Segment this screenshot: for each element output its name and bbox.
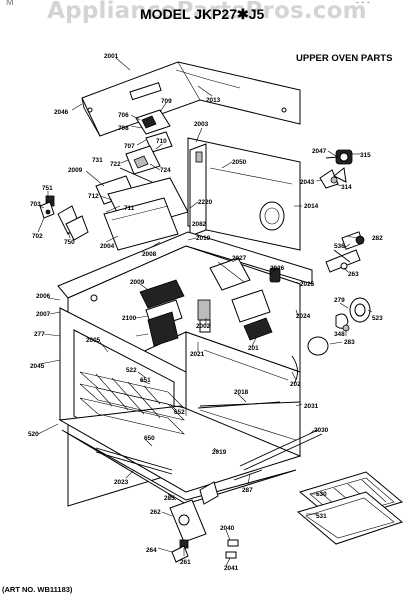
part-label: 315: [360, 152, 371, 159]
section-title: UPPER OVEN PARTS: [296, 53, 393, 64]
part-label: 722: [110, 161, 121, 168]
part-label: 2100: [122, 315, 137, 322]
part-label: 731: [92, 157, 103, 164]
part-label: 530: [316, 491, 327, 498]
part-label: 712: [88, 193, 99, 200]
part-label: 724: [160, 167, 171, 174]
part-number-labels: 2001 2046 709 2013 2003 706 708 707 710 …: [28, 53, 383, 572]
part-label: 262: [150, 509, 161, 516]
part-label: 2009: [130, 279, 145, 286]
part-label: 2082: [192, 221, 207, 228]
cropped-header-left: M: [6, 0, 14, 7]
part-label: 2001: [104, 53, 119, 60]
part-label: 2046: [54, 109, 69, 116]
part-label: 2045: [30, 363, 45, 370]
part-label: 2018: [234, 389, 249, 396]
model-title: MODEL JKP27✱J5: [140, 6, 265, 22]
part-label: 650: [144, 435, 155, 442]
part-label: 2025: [300, 281, 315, 288]
part-label: 348: [334, 331, 345, 338]
part-label: 708: [118, 125, 129, 132]
part-label: 2040: [220, 525, 235, 532]
part-label: 2023: [114, 479, 129, 486]
part-label: 522: [126, 367, 137, 374]
part-label: 520: [28, 431, 39, 438]
part-label: 2047: [312, 148, 327, 155]
part-label: 709: [161, 98, 172, 105]
cropped-header-right: - - -: [356, 0, 370, 7]
part-label: 2021: [190, 351, 205, 358]
part-label: 706: [118, 112, 129, 119]
leader-lines: [37, 57, 373, 567]
part-label: 2014: [304, 203, 319, 210]
part-label: 2005: [86, 337, 101, 344]
part-label: 2019: [212, 449, 227, 456]
part-label: 277: [34, 331, 45, 338]
part-label: 751: [42, 185, 53, 192]
part-label: 2043: [300, 179, 315, 186]
part-label: 652: [174, 409, 185, 416]
part-label: 202: [290, 381, 301, 388]
watermark-text: AppliancePartsPros.com: [47, 0, 367, 24]
part-label: 523: [372, 315, 383, 322]
lower-strips: [95, 401, 323, 481]
part-label: 2013: [206, 97, 221, 104]
right-small-parts: [325, 231, 365, 273]
part-label: 279: [334, 297, 345, 304]
part-label: 531: [316, 513, 327, 520]
hinge-parts: [169, 481, 239, 563]
art-number: (ART NO. WB11183): [2, 585, 73, 594]
part-label: 707: [124, 143, 135, 150]
part-label: 283: [344, 339, 355, 346]
part-label: 261: [180, 559, 191, 566]
part-label: 263: [348, 271, 359, 278]
part-label: 2009: [68, 167, 83, 174]
top-cover-2001: [81, 61, 301, 137]
part-label: 282: [372, 235, 383, 242]
part-label: 2050: [232, 159, 247, 166]
part-label: 2041: [224, 565, 239, 572]
part-label: 651: [140, 377, 151, 384]
light-and-switch-parts: [291, 297, 371, 385]
part-label: 2003: [194, 121, 209, 128]
oven-racks: [79, 371, 185, 435]
left-small-parts: [39, 195, 89, 241]
oven-body: [57, 231, 313, 507]
part-label: 287: [242, 487, 253, 494]
part-label: 201: [248, 345, 259, 352]
part-label: 2007: [36, 311, 51, 318]
part-label: 2026: [270, 265, 285, 272]
part-label: 2220: [198, 199, 213, 206]
part-label: 750: [64, 239, 75, 246]
part-label: 2030: [314, 427, 329, 434]
part-label: 264: [146, 547, 157, 554]
part-label: 2008: [142, 251, 157, 258]
broiler-pan: [296, 471, 404, 545]
part-label: 2024: [296, 313, 311, 320]
part-label: 2006: [36, 293, 51, 300]
part-label: 285: [164, 495, 175, 502]
part-label: 314: [341, 184, 352, 191]
part-label: 703: [30, 201, 41, 208]
part-label: 2031: [304, 403, 319, 410]
part-label: 702: [32, 233, 43, 240]
part-label: 710: [156, 138, 167, 145]
part-label: 2010: [196, 235, 211, 242]
part-label: 2027: [232, 255, 247, 262]
convection-fan-motor: [319, 149, 353, 189]
part-label: 2002: [196, 323, 211, 330]
rear-panel-2014: [187, 137, 301, 251]
part-label: 536: [334, 243, 345, 250]
door-lock-assembly: [95, 109, 189, 251]
part-label: 711: [124, 205, 135, 212]
part-label: 2004: [100, 243, 115, 250]
